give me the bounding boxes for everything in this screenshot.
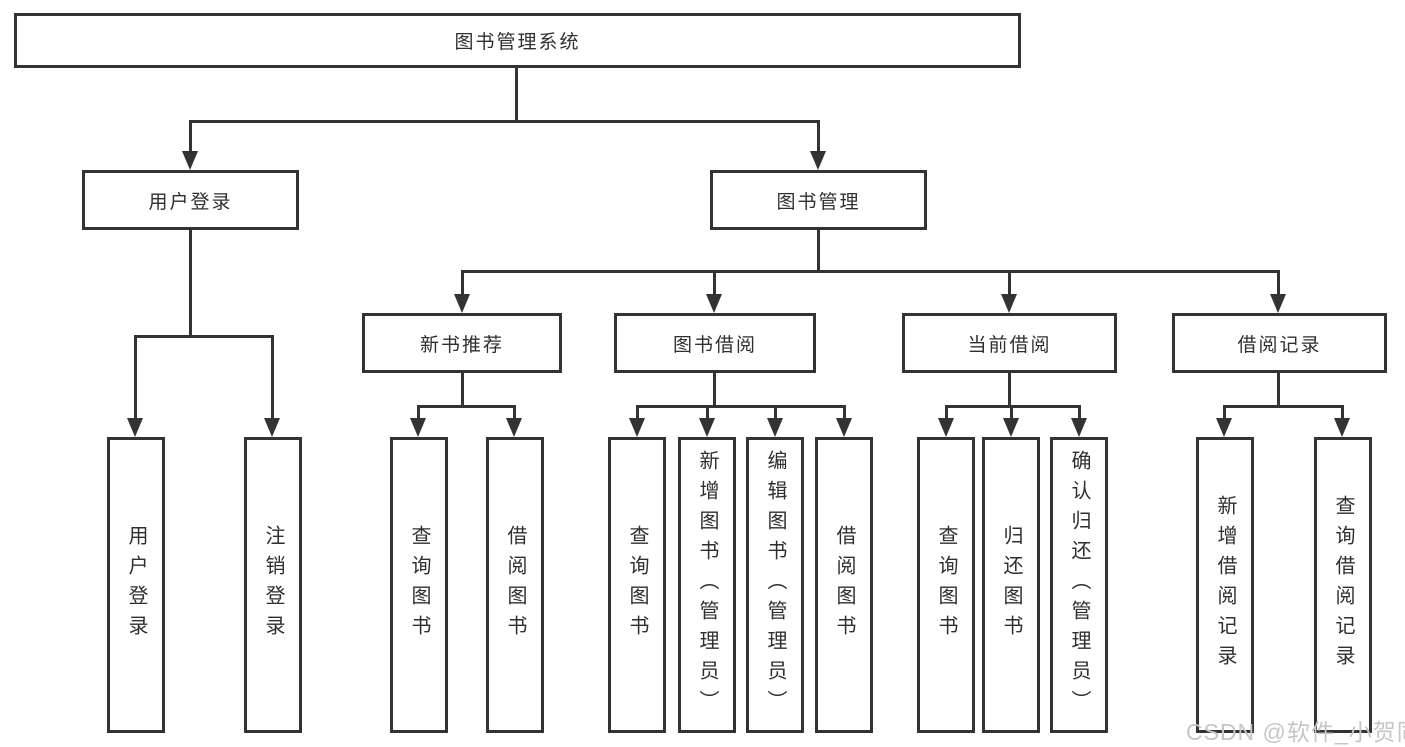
connector-line <box>817 230 820 272</box>
arrowhead-icon <box>127 418 143 437</box>
arrowhead-icon <box>506 418 522 437</box>
connector-line <box>189 120 192 154</box>
leaf-label: 新增图书（管理员） <box>696 450 718 720</box>
leaf-label: 借阅图书 <box>504 525 526 645</box>
leaf-confirm-return-admin: 确认归还（管理员） <box>1050 437 1108 733</box>
leaf-query-books-newbooks: 查询图书 <box>390 437 448 733</box>
leaf-label: 确认归还（管理员） <box>1068 450 1090 720</box>
leaf-label: 查询图书 <box>408 525 430 645</box>
node-user-login: 用户登录 <box>82 170 299 230</box>
leaf-label: 注销登录 <box>262 525 284 645</box>
arrowhead-icon <box>1270 294 1286 313</box>
node-new-book-recommendation: 新书推荐 <box>362 313 562 373</box>
node-book-management: 图书管理 <box>710 170 927 230</box>
leaf-user-login: 用户登录 <box>107 437 165 733</box>
node-library-management-system: 图书管理系统 <box>14 13 1021 68</box>
leaf-label: 归还图书 <box>1000 525 1022 645</box>
connector-line <box>636 405 639 421</box>
connector-line <box>189 230 192 337</box>
leaf-return-books: 归还图书 <box>982 437 1040 733</box>
connector-line <box>1008 373 1011 407</box>
leaf-label: 查询图书 <box>935 525 957 645</box>
node-current-borrowing: 当前借阅 <box>902 313 1117 373</box>
connector-line <box>1010 405 1013 421</box>
arrowhead-icon <box>1334 418 1350 437</box>
arrowhead-icon <box>264 418 280 437</box>
connector-line <box>843 405 846 421</box>
leaf-add-books-admin: 新增图书（管理员） <box>678 437 736 733</box>
leaf-borrow-books-newbooks: 借阅图书 <box>486 437 544 733</box>
arrowhead-icon <box>699 418 715 437</box>
connector-line <box>706 405 709 421</box>
arrowhead-icon <box>810 151 826 170</box>
node-borrowing-records: 借阅记录 <box>1172 313 1387 373</box>
leaf-label: 编辑图书（管理员） <box>764 450 786 720</box>
node-book-borrowing: 图书借阅 <box>614 313 816 373</box>
connector-line <box>1277 373 1280 407</box>
arrowhead-icon <box>938 418 954 437</box>
arrowhead-icon <box>410 418 426 437</box>
watermark: CSDN @软件_小贺同学 <box>1186 719 1405 745</box>
leaf-label: 借阅图书 <box>833 525 855 645</box>
leaf-query-borrow-record: 查询借阅记录 <box>1314 437 1372 733</box>
connector-line <box>1341 405 1344 421</box>
connector-line <box>713 270 716 297</box>
connector-line <box>513 405 516 421</box>
connector-line <box>134 335 274 338</box>
leaf-label: 查询图书 <box>626 525 648 645</box>
connector-line <box>134 335 137 421</box>
connector-line <box>636 405 845 408</box>
arrowhead-icon <box>836 418 852 437</box>
connector-line <box>189 120 819 123</box>
arrowhead-icon <box>1071 418 1087 437</box>
arrowhead-icon <box>182 151 198 170</box>
connector-line <box>271 335 274 421</box>
connector-line <box>1277 270 1280 297</box>
leaf-query-books-current: 查询图书 <box>917 437 975 733</box>
arrowhead-icon <box>454 294 470 313</box>
leaf-add-borrow-record: 新增借阅记录 <box>1196 437 1254 733</box>
arrowhead-icon <box>1001 294 1017 313</box>
connector-line <box>774 405 777 421</box>
leaf-logout: 注销登录 <box>244 437 302 733</box>
connector-line <box>945 405 948 421</box>
connector-line <box>417 405 516 408</box>
connector-line <box>515 68 518 122</box>
connector-line <box>817 120 820 154</box>
connector-line <box>417 405 420 421</box>
leaf-label: 查询借阅记录 <box>1332 495 1354 675</box>
arrowhead-icon <box>629 418 645 437</box>
connector-line <box>1223 405 1343 408</box>
arrowhead-icon <box>1216 418 1232 437</box>
connector-line <box>1078 405 1081 421</box>
arrowhead-icon <box>1003 418 1019 437</box>
leaf-label: 用户登录 <box>125 525 147 645</box>
connector-line <box>713 373 716 407</box>
connector-line <box>1008 270 1011 297</box>
arrowhead-icon <box>767 418 783 437</box>
connector-line <box>461 270 464 297</box>
leaf-edit-books-admin: 编辑图书（管理员） <box>746 437 804 733</box>
connector-line <box>1223 405 1226 421</box>
leaf-label: 新增借阅记录 <box>1214 495 1236 675</box>
arrowhead-icon <box>706 294 722 313</box>
connector-line <box>461 270 1280 273</box>
leaf-query-books-borrow: 查询图书 <box>608 437 666 733</box>
connector-line <box>461 373 464 407</box>
leaf-borrow-books: 借阅图书 <box>815 437 873 733</box>
